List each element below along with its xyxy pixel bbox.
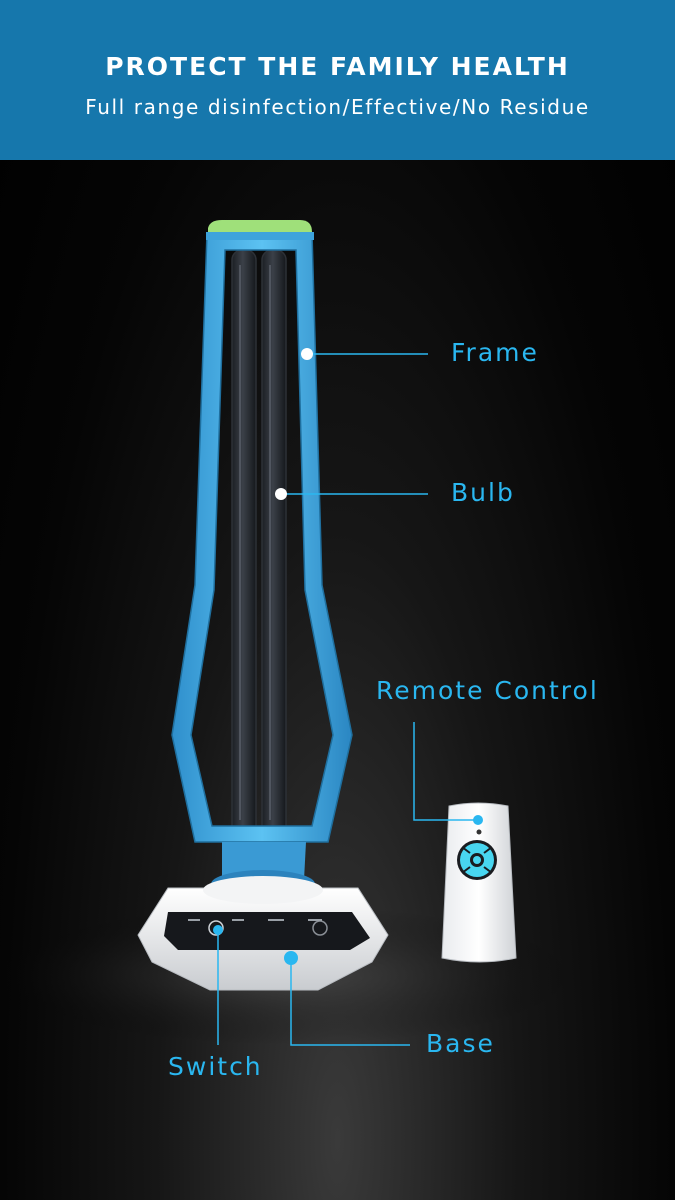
remote-pointer-dot [473, 815, 483, 825]
frame-label: Frame [451, 338, 539, 367]
header-banner: PROTECT THE FAMILY HEALTH Full range dis… [0, 0, 675, 160]
banner-title: PROTECT THE FAMILY HEALTH [105, 52, 570, 81]
base-label: Base [426, 1029, 495, 1058]
frame-pointer-dot [301, 348, 313, 360]
banner-subtitle: Full range disinfection/Effective/No Res… [85, 95, 590, 119]
lamp-base [137, 876, 389, 991]
remote-control [441, 802, 517, 963]
lamp-illustration [0, 220, 580, 1046]
switch-label: Switch [168, 1052, 263, 1081]
uv-bulb [231, 249, 287, 836]
base-pointer-dot [284, 951, 298, 965]
bulb-pointer-dot [275, 488, 287, 500]
bulb-label: Bulb [451, 478, 515, 507]
remote-control-label: Remote Control [376, 676, 599, 705]
switch-pointer-dot [213, 925, 223, 935]
lamp-frame [171, 220, 353, 843]
callout-lines [217, 353, 478, 1046]
